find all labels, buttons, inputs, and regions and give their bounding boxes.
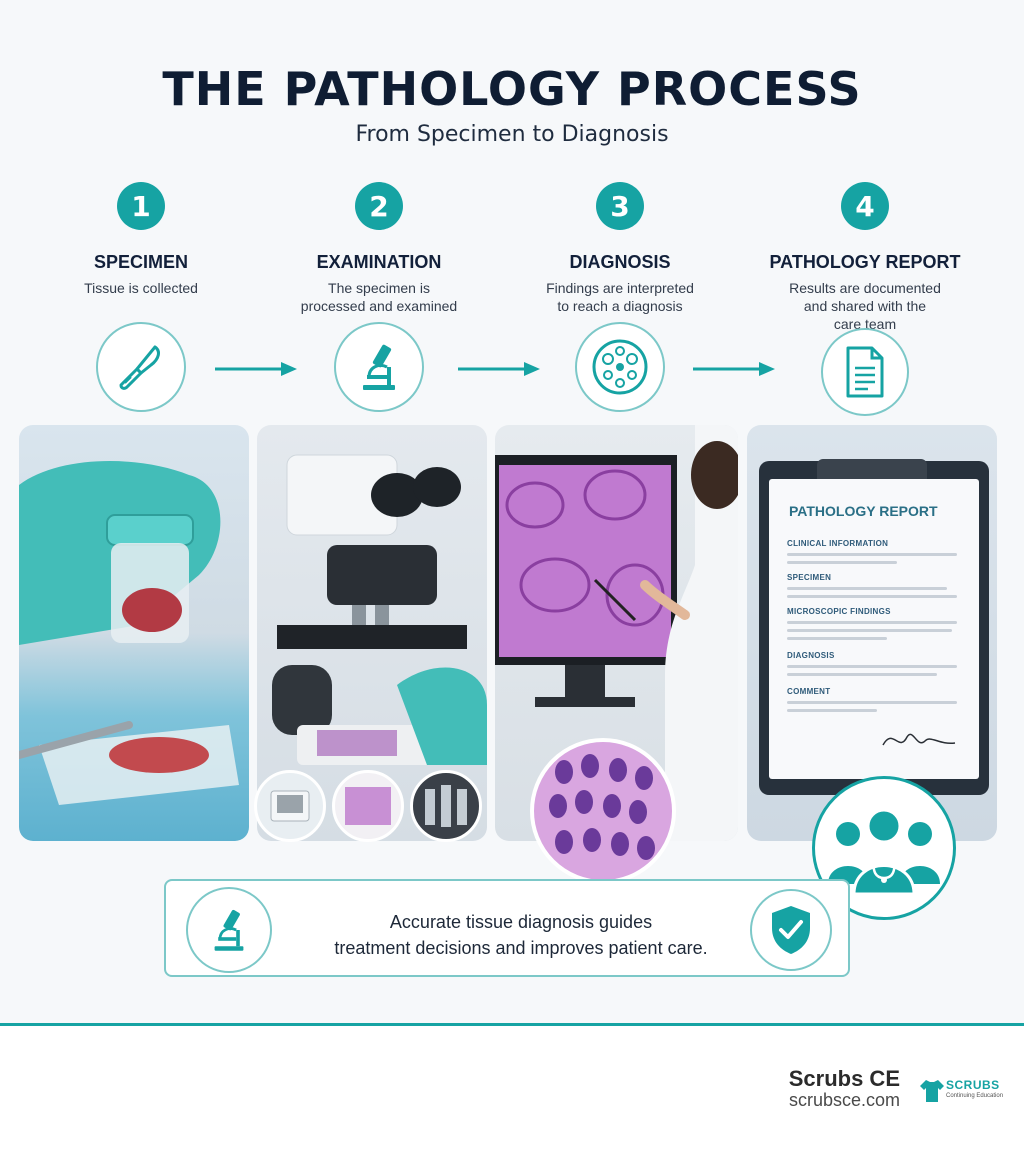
cell-icon — [575, 322, 665, 412]
tissue-cassette-thumbnail — [254, 770, 326, 842]
logo-text: SCRUBS — [946, 1078, 1000, 1092]
specimen-photo — [19, 425, 249, 841]
step-examination: 2 EXAMINATION The specimen is processed … — [269, 182, 489, 315]
microscope-icon — [334, 322, 424, 412]
brand-url[interactable]: scrubsce.com — [788, 1090, 900, 1110]
arrow-right-icon — [215, 362, 297, 376]
report-heading: PATHOLOGY REPORT — [789, 503, 938, 519]
report-section-label: MICROSCOPIC FINDINGS — [787, 607, 891, 616]
page-title: THE PATHOLOGY PROCESS — [162, 62, 862, 116]
scalpel-icon — [96, 322, 186, 412]
step-number: 4 — [841, 182, 889, 230]
footer-divider — [0, 1023, 1024, 1026]
report-section-label: CLINICAL INFORMATION — [787, 539, 889, 548]
page-subtitle: From Specimen to Diagnosis — [355, 122, 669, 147]
step-number: 1 — [117, 182, 165, 230]
slide-thumbnail — [332, 770, 404, 842]
step-diagnosis: 3 DIAGNOSIS Findings are interpreted to … — [510, 182, 730, 315]
signature-icon — [882, 733, 956, 746]
report-paper: PATHOLOGY REPORT CLINICAL INFORMATION SP… — [769, 479, 979, 779]
report-section-label: SPECIMEN — [787, 573, 832, 582]
step-specimen: 1 SPECIMEN Tissue is collected — [31, 182, 251, 297]
step-description: The specimen is processed and examined — [300, 280, 458, 314]
step-title: SPECIMEN — [93, 252, 189, 272]
step-title: DIAGNOSIS — [569, 252, 671, 272]
shield-check-icon — [750, 889, 832, 971]
scrubs-logo: SCRUBS Continuing Education — [920, 1076, 1004, 1106]
key-message-box: Accurate tissue diagnosis guides treatme… — [164, 879, 850, 977]
step-title: PATHOLOGY REPORT — [769, 252, 961, 272]
document-icon — [821, 328, 909, 416]
brand-name: Scrubs CE — [788, 1066, 900, 1091]
step-title: EXAMINATION — [316, 252, 442, 272]
arrow-right-icon — [458, 362, 540, 376]
step-number: 3 — [596, 182, 644, 230]
report-photo: PATHOLOGY REPORT CLINICAL INFORMATION SP… — [747, 425, 997, 841]
microscope-icon — [186, 887, 272, 973]
logo-subtext: Continuing Education — [946, 1093, 1004, 1099]
step-description: Findings are interpreted to reach a diag… — [546, 280, 694, 314]
key-message-text: Accurate tissue diagnosis guides treatme… — [334, 912, 708, 958]
objective-lenses-thumbnail — [410, 770, 482, 842]
scrubs-shirt-icon — [920, 1080, 944, 1102]
step-number: 2 — [355, 182, 403, 230]
brand-band — [0, 1026, 1024, 1154]
step-description: Tissue is collected — [84, 280, 198, 296]
magnified-tissue-image — [530, 738, 676, 884]
report-section-label: DIAGNOSIS — [787, 651, 835, 660]
step-description: Results are documented and shared with t… — [789, 280, 941, 332]
arrow-right-icon — [693, 362, 775, 376]
report-section-label: COMMENT — [787, 687, 831, 696]
step-pathology-report: 4 PATHOLOGY REPORT Results are documente… — [755, 182, 975, 333]
